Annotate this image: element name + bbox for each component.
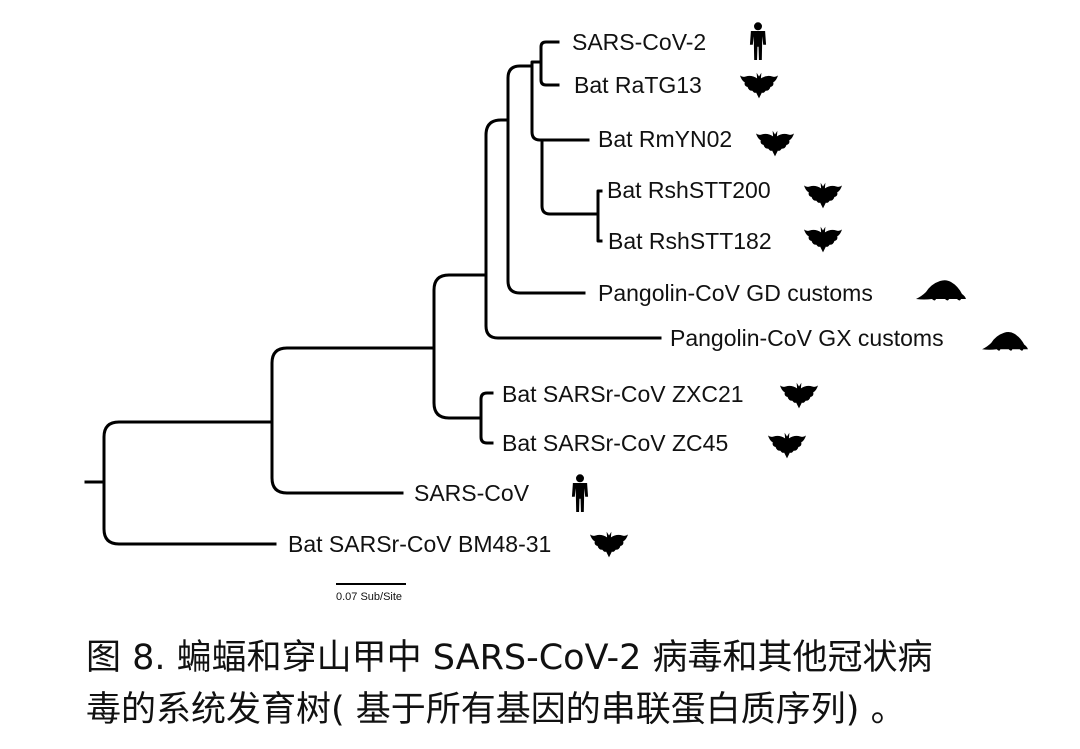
bat-icon: [590, 531, 628, 558]
branch-rshstt: [540, 138, 600, 216]
leaf-label-pangolin-gx: Pangolin-CoV GX customs: [670, 325, 944, 351]
branch-gd: [506, 118, 586, 295]
branch-node-c-top: [484, 118, 510, 277]
leaf-label-sars-cov-2: SARS-CoV-2: [572, 29, 706, 55]
branch-node-e-top: [530, 60, 543, 68]
leaf-label-sars-cov: SARS-CoV: [414, 480, 530, 506]
branch-zc45: [479, 416, 494, 445]
branch-sars-cov-2: [539, 40, 560, 64]
phylogenetic-tree: SARS-CoV-2 Bat RaTG13 Bat RmYN02 Bat Rsh…: [84, 22, 1028, 603]
bat-icon: [756, 130, 794, 157]
branch-zxc21: [479, 391, 494, 420]
branch-node-a-top: [270, 346, 436, 424]
leaf-label-ratg13: Bat RaTG13: [574, 72, 702, 98]
leaf-label-bm48-31: Bat SARSr-CoV BM48-31: [288, 531, 551, 557]
human-icon: [571, 474, 589, 512]
branch-node-b-top: [432, 273, 488, 350]
caption-line-2: 毒的系统发育树( 基于所有基因的串联蛋白质序列) 。: [86, 690, 906, 730]
bat-icon: [804, 226, 842, 253]
bat-icon: [780, 382, 818, 409]
leaf-label-rshstt182: Bat RshSTT182: [608, 228, 772, 254]
leaf-label-rshstt200: Bat RshSTT200: [607, 177, 771, 203]
branch-node-b-bottom: [432, 346, 483, 420]
branch-gx: [484, 273, 662, 340]
branch-rshstt200: [596, 189, 603, 216]
branch-ratg13: [539, 60, 560, 87]
branch-node-e-bottom: [530, 64, 544, 142]
human-icon: [749, 22, 767, 60]
branch-root-top: [102, 420, 274, 484]
branch-sars-cov: [270, 420, 404, 495]
pangolin-icon: [916, 280, 966, 301]
bat-icon: [768, 432, 806, 459]
leaf-label-pangolin-gd: Pangolin-CoV GD customs: [598, 280, 873, 306]
scale-bar-label: 0.07 Sub/Site: [336, 591, 402, 603]
pangolin-icon: [982, 332, 1028, 351]
bat-icon: [740, 72, 778, 99]
caption-line-1: 图 8. 蝙蝠和穿山甲中 SARS-CoV-2 病毒和其他冠状病: [86, 638, 933, 678]
figure-caption: 图 8. 蝙蝠和穿山甲中 SARS-CoV-2 病毒和其他冠状病 毒的系统发育树…: [86, 632, 1076, 736]
leaf-label-zxc21: Bat SARSr-CoV ZXC21: [502, 381, 744, 407]
branch-rshstt182: [596, 212, 603, 243]
leaf-label-zc45: Bat SARSr-CoV ZC45: [502, 430, 728, 456]
branch-node-d-top: [506, 64, 534, 122]
leaf-label-rmyn02: Bat RmYN02: [598, 126, 732, 152]
bat-icon: [804, 182, 842, 209]
branch-root-bottom: [102, 480, 277, 546]
